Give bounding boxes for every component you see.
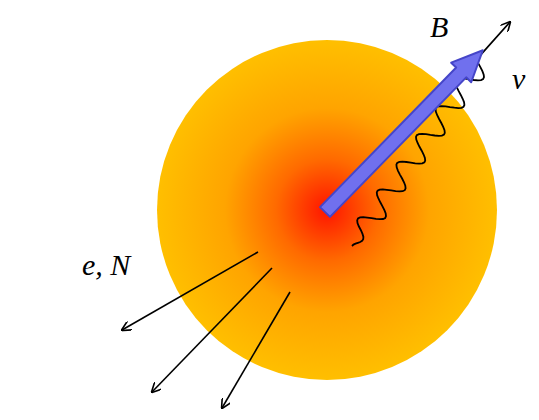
particle-arrow <box>122 252 258 330</box>
field-label: B <box>430 12 448 42</box>
particle-arrow <box>222 292 290 408</box>
neutrino-wave <box>352 22 510 246</box>
particle-arrow <box>152 268 272 392</box>
star-sphere <box>157 40 497 380</box>
magnetic-field-arrow <box>315 40 493 221</box>
emission-arrows <box>122 252 290 408</box>
particle-label: e, N <box>82 250 130 280</box>
neutrino-label: ν <box>512 64 525 94</box>
